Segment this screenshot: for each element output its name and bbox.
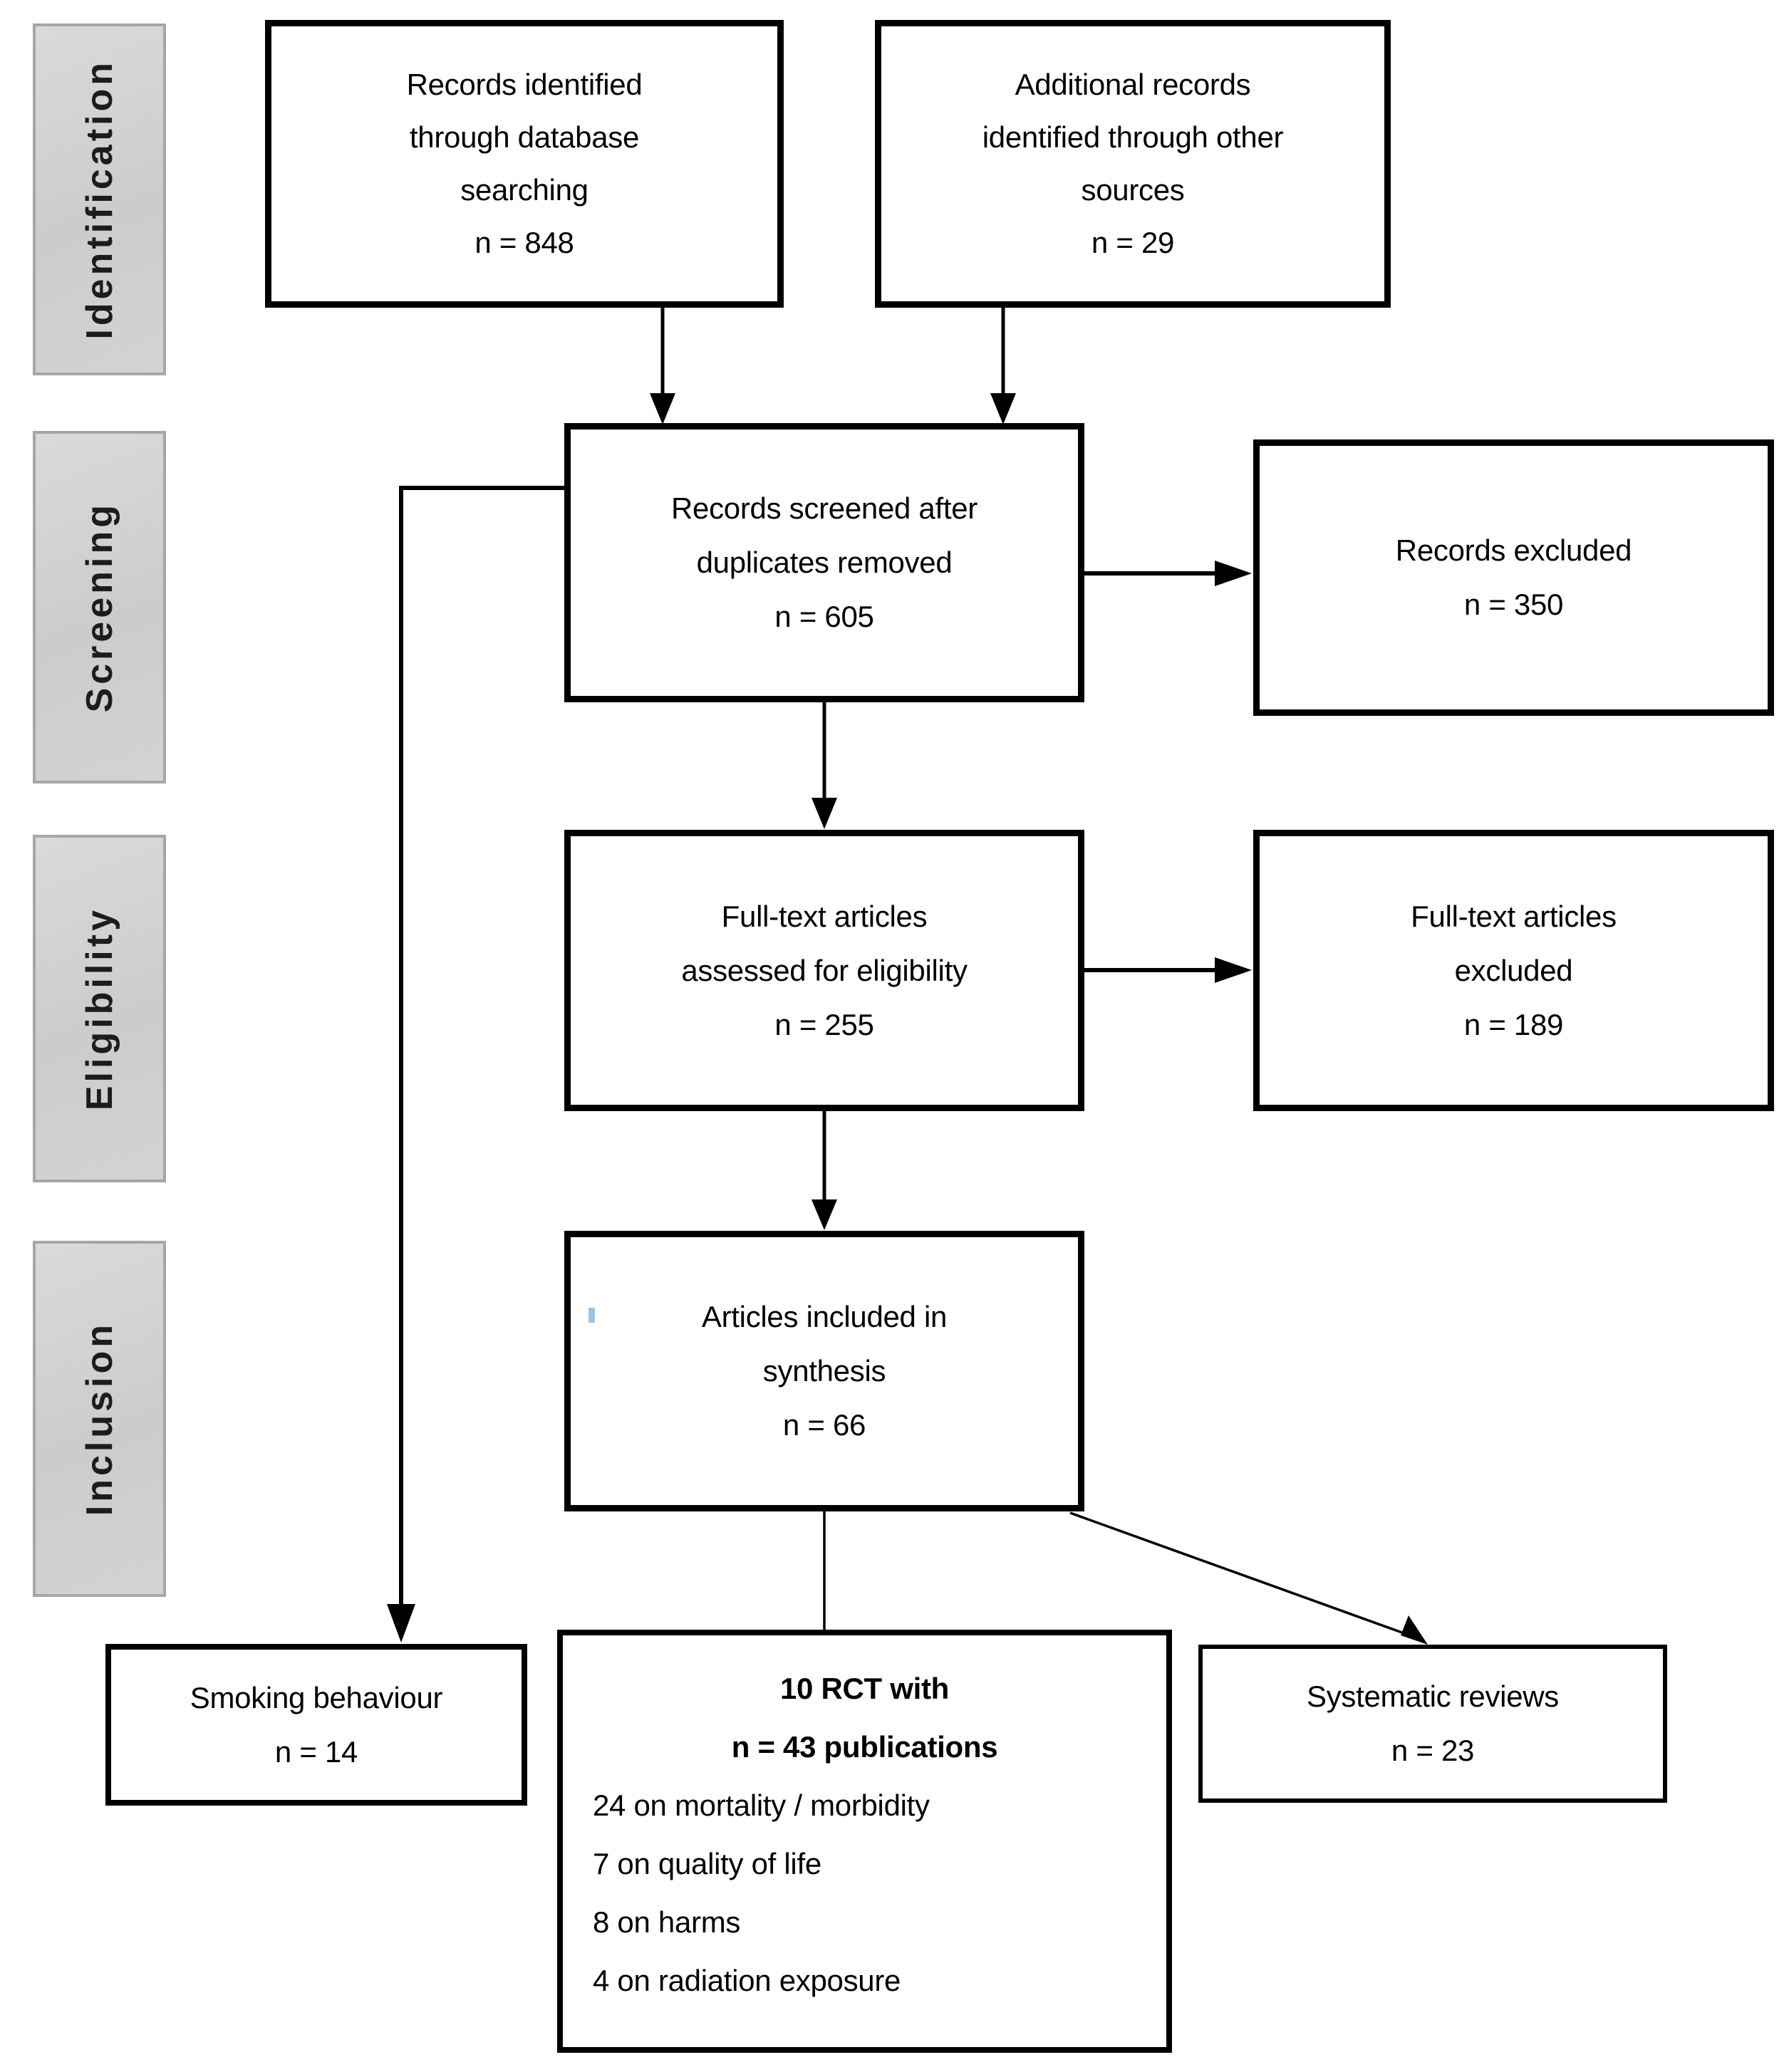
box-articles-included: Articles included in synthesis n = 66 [564, 1231, 1084, 1511]
box-fulltext-assessed: Full-text articles assessed for eligibil… [564, 830, 1084, 1111]
stage-label-screening: Screening [33, 431, 166, 783]
stage-label-eligibility: Eligibility [33, 835, 166, 1182]
stage-label-screening-text: Screening [78, 501, 120, 713]
box-line: through database [409, 120, 640, 154]
box-line: Systematic reviews [1306, 1680, 1560, 1713]
box-count: n = 255 [774, 1007, 874, 1041]
box-smoking-behaviour: Smoking behaviour n = 14 [105, 1644, 527, 1806]
stage-label-eligibility-text: Eligibility [78, 906, 120, 1111]
line-included-to-sysreviews [1069, 1511, 1419, 1640]
rct-detail-line: 7 on quality of life [593, 1847, 821, 1880]
box-records-screened: Records screened after duplicates remove… [564, 423, 1084, 702]
box-line: duplicates removed [696, 546, 953, 579]
arrow-screened-to-excluded-head [1215, 561, 1252, 586]
box-records-identified: Records identified through database sear… [265, 20, 784, 308]
box-count: n = 189 [1463, 1007, 1564, 1041]
box-count: n = 14 [274, 1734, 358, 1769]
stage-label-inclusion: Inclusion [33, 1241, 166, 1597]
box-line: Records screened after [671, 491, 978, 525]
box-count: n = 350 [1463, 588, 1564, 621]
box-line: Additional records [1015, 68, 1251, 101]
box-count: n = 29 [1091, 226, 1175, 259]
arrow-fulltext-to-ftexcluded-head [1215, 957, 1252, 983]
rct-detail-lines: 24 on mortality / morbidity 7 on quality… [563, 1776, 930, 2010]
box-fulltext-excluded: Full-text articles excluded n = 189 [1253, 830, 1774, 1111]
box-count: n = 23 [1391, 1734, 1475, 1767]
stage-label-identification-text: Identification [78, 59, 120, 340]
box-records-excluded: Records excluded n = 350 [1253, 439, 1774, 716]
box-additional-records: Additional records identified through ot… [875, 20, 1391, 308]
arrow-identified-to-screened-head [650, 393, 675, 425]
box-line: Articles included in [701, 1300, 948, 1333]
box-line: synthesis [762, 1354, 886, 1388]
box-line: assessed for eligibility [681, 953, 968, 987]
box-line: Smoking behaviour [190, 1680, 443, 1714]
box-rct-publications: 10 RCT with n = 43 publications 24 on mo… [557, 1630, 1172, 2053]
rct-detail-line: 24 on mortality / morbidity [593, 1789, 930, 1822]
box-count: n = 848 [475, 226, 574, 259]
box-line: excluded [1454, 953, 1573, 987]
rct-detail-line: 4 on radiation exposure [593, 1964, 901, 1997]
box-line: Records excluded [1395, 533, 1632, 567]
box-systematic-reviews: Systematic reviews n = 23 [1198, 1645, 1667, 1803]
box-count: n = 66 [782, 1408, 866, 1442]
box-line-bold: 10 RCT with [779, 1672, 950, 1705]
stage-label-identification: Identification [33, 24, 166, 375]
line-screened-to-smoking [399, 486, 564, 1604]
box-line: identified through other [982, 120, 1284, 154]
arrow-screened-to-fulltext-head [811, 798, 837, 829]
box-count: n = 605 [774, 600, 874, 633]
blue-tick-mark [588, 1308, 595, 1323]
box-line: sources [1081, 173, 1185, 207]
rct-detail-line: 8 on harms [593, 1905, 741, 1939]
arrow-screened-to-smoking-head [387, 1604, 415, 1642]
arrow-fulltext-to-included-head [811, 1199, 837, 1230]
box-line: Records identified [406, 68, 643, 101]
box-line: Full-text articles [721, 899, 928, 933]
box-line-bold: n = 43 publications [731, 1730, 998, 1764]
stage-label-inclusion-text: Inclusion [78, 1321, 120, 1516]
box-line: searching [460, 173, 588, 207]
box-line: Full-text articles [1411, 899, 1617, 933]
arrow-included-to-sysreviews-head [1401, 1615, 1428, 1645]
arrow-additional-to-screened-head [990, 393, 1016, 425]
